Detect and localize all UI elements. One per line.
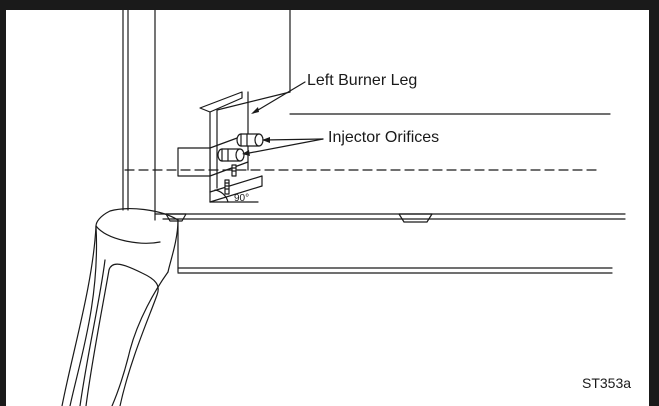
figure-code-label: ST353a [582,375,632,391]
angle-label: 90° [234,193,250,204]
left-burner-leg-label: Left Burner Leg [307,72,418,89]
curved-leg-casting [61,208,179,406]
left-burner-leg [177,91,263,203]
burner-housing [154,9,626,274]
cart-post [122,9,156,221]
leader-lines [243,81,324,155]
foot-glides [165,213,433,223]
injector-orifice-upper [236,133,264,147]
injector-orifices-label: Injector Orifices [328,129,440,146]
injector-orifice-lower [217,148,245,162]
arrowheads [242,107,270,156]
angle-marker [209,189,259,203]
